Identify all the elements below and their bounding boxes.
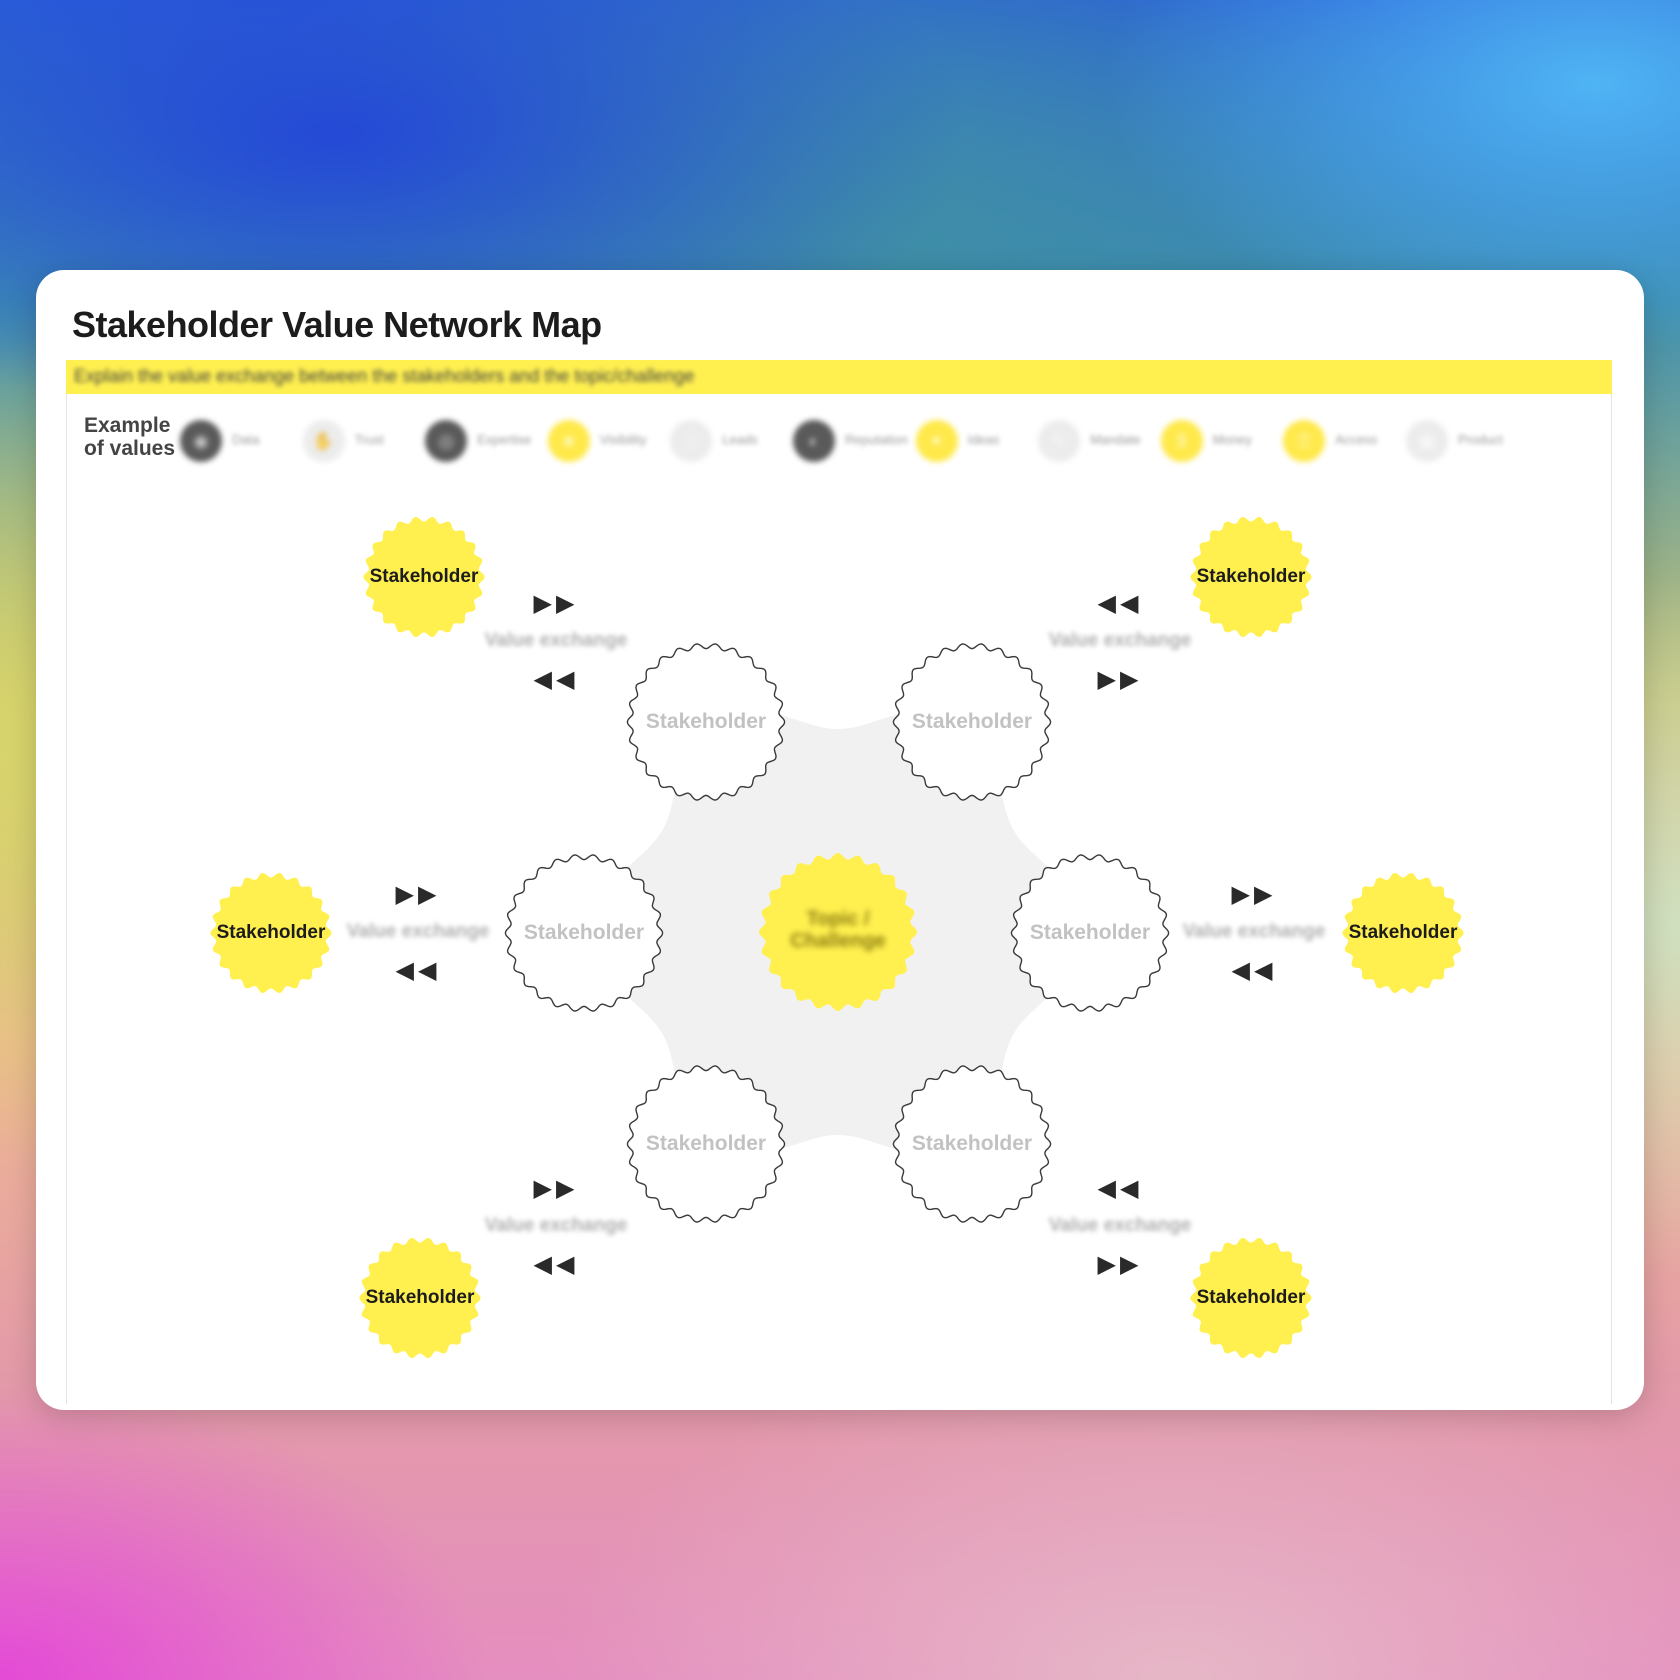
- inner-stakeholder-node: [504, 854, 664, 1012]
- value-icon: ◎: [425, 420, 468, 462]
- legend-item-value-9: $ Money: [1160, 418, 1281, 466]
- legend-item-value-7: ✦ Ideas: [915, 418, 1036, 466]
- value-icon: ✋: [302, 420, 345, 462]
- canvas-card: Stakeholder Value Network Map Explain th…: [36, 270, 1644, 1410]
- value-icon: ★: [547, 420, 590, 462]
- legend-item-label: Ideas: [967, 432, 1000, 447]
- inner-stakeholder-node: [892, 1065, 1052, 1223]
- exchange-arrows-icon: ▶▶: [1231, 881, 1277, 908]
- exchange-arrows-icon: ▶▶: [1097, 666, 1143, 693]
- value-icon: ☺: [670, 420, 713, 462]
- frame-border-right: [1611, 394, 1612, 1404]
- exchange-arrows-icon: ▶▶: [533, 590, 579, 617]
- legend-item-label: Trust: [354, 432, 384, 447]
- legend-item-value-5: ☺ Leads: [670, 418, 790, 466]
- value-exchange-label[interactable]: Value exchange: [1182, 921, 1326, 942]
- value-icon: ◐: [793, 420, 835, 462]
- exchange-arrows-icon: ◀◀: [1231, 957, 1277, 984]
- outer-stakeholder-node: [1190, 517, 1312, 637]
- inner-stakeholder-label[interactable]: Stakeholder: [645, 710, 767, 733]
- legend-item-label: Visibility: [599, 432, 647, 447]
- outer-stakeholder-label[interactable]: Stakeholder: [369, 566, 479, 587]
- topic-node: [759, 853, 917, 1011]
- outer-stakeholder-node: [359, 1238, 481, 1358]
- outer-stakeholder-label[interactable]: Stakeholder: [1196, 566, 1306, 587]
- value-icon: ⚿: [1283, 420, 1326, 462]
- value-exchange-label[interactable]: Value exchange: [484, 630, 628, 651]
- legend-item-value-10: ⚿ Access: [1283, 418, 1403, 466]
- outer-stakeholder-node: [363, 517, 485, 637]
- value-icon: ▣: [1406, 420, 1448, 462]
- inner-stakeholder-label[interactable]: Stakeholder: [911, 710, 1033, 733]
- network-diagram: [210, 517, 1464, 1358]
- value-icon: $: [1160, 420, 1203, 462]
- value-icon: ✦: [915, 420, 958, 462]
- exchange-arrows-icon: ▶▶: [1097, 1251, 1143, 1278]
- value-exchange-label[interactable]: Value exchange: [1048, 630, 1192, 651]
- inner-stakeholder-label[interactable]: Stakeholder: [911, 1132, 1033, 1155]
- page-title: Stakeholder Value Network Map: [72, 304, 602, 345]
- outer-stakeholder-label[interactable]: Stakeholder: [1196, 1287, 1306, 1308]
- legend-item-label: Reputation: [845, 432, 908, 447]
- inner-stakeholder-label[interactable]: Stakeholder: [523, 921, 645, 944]
- topic-label-line1[interactable]: Topic /: [806, 908, 870, 930]
- outer-stakeholder-label[interactable]: Stakeholder: [216, 922, 326, 943]
- inner-stakeholder-node: [626, 1065, 786, 1223]
- exchange-arrows-icon: ▶▶: [533, 1175, 579, 1202]
- exchange-arrows-icon: ◀◀: [1097, 590, 1143, 617]
- inner-stakeholder-node: [892, 643, 1052, 801]
- value-icon: ◉: [180, 420, 222, 462]
- legend-item-label: Expertise: [477, 432, 532, 447]
- value-exchange-label[interactable]: Value exchange: [346, 921, 490, 942]
- inner-stakeholder-label[interactable]: Stakeholder: [645, 1132, 767, 1155]
- legend-item-value-3: ◎ Expertise: [425, 418, 545, 466]
- legend-item-label: Data: [232, 432, 260, 447]
- value-exchange-label[interactable]: Value exchange: [484, 1215, 628, 1236]
- outer-stakeholder-label[interactable]: Stakeholder: [365, 1287, 475, 1308]
- value-icon: ✎: [1038, 420, 1081, 462]
- legend-item-label: Access: [1335, 432, 1378, 447]
- legend-item-value-1: ◉ Data: [180, 418, 300, 466]
- exchange-arrows-icon: ◀◀: [395, 957, 441, 984]
- legend-item-value-8: ✎ Mandate: [1038, 418, 1158, 466]
- outer-stakeholder-node: [1190, 1238, 1312, 1358]
- legend-item-label: Leads: [722, 432, 758, 447]
- value-exchange-label[interactable]: Value exchange: [1048, 1215, 1192, 1236]
- legend-item-label: Mandate: [1090, 432, 1141, 447]
- frame-border-left: [66, 394, 67, 1404]
- exchange-arrows-icon: ◀◀: [533, 666, 579, 693]
- legend-item-label: Product: [1458, 432, 1503, 447]
- values-legend: ◉ Data ✋ Trust ◎ Expertise ★ Visibility ☺ Leads ◐ R…: [180, 418, 1580, 468]
- subtitle-bar[interactable]: Explain the value exchange between the s…: [66, 360, 1612, 394]
- legend-label: Example of values: [84, 414, 175, 460]
- legend-item-value-11: ▣ Product: [1406, 418, 1526, 466]
- exchange-arrows-icon: ◀◀: [533, 1251, 579, 1278]
- inner-stakeholder-node: [1010, 854, 1170, 1012]
- inner-stakeholder-label[interactable]: Stakeholder: [1029, 921, 1151, 944]
- outer-stakeholder-node: [1342, 873, 1464, 993]
- subtitle-text: Explain the value exchange between the s…: [74, 366, 695, 386]
- legend-item-value-6: ◐ Reputation: [793, 418, 913, 466]
- legend-item-value-4: ★ Visibility: [547, 418, 668, 466]
- inner-stakeholder-node: [626, 643, 786, 801]
- legend-label-line1: Example: [84, 414, 171, 437]
- outer-stakeholder-node: [210, 873, 332, 993]
- topic-label-line2[interactable]: Challenge: [790, 930, 886, 952]
- legend-item-label: Money: [1212, 432, 1252, 447]
- exchange-arrows-icon: ▶▶: [395, 881, 441, 908]
- legend-label-line2: of values: [84, 437, 176, 460]
- legend-item-value-2: ✋ Trust: [302, 418, 423, 466]
- exchange-arrows-icon: ◀◀: [1097, 1175, 1143, 1202]
- outer-stakeholder-label[interactable]: Stakeholder: [1348, 922, 1458, 943]
